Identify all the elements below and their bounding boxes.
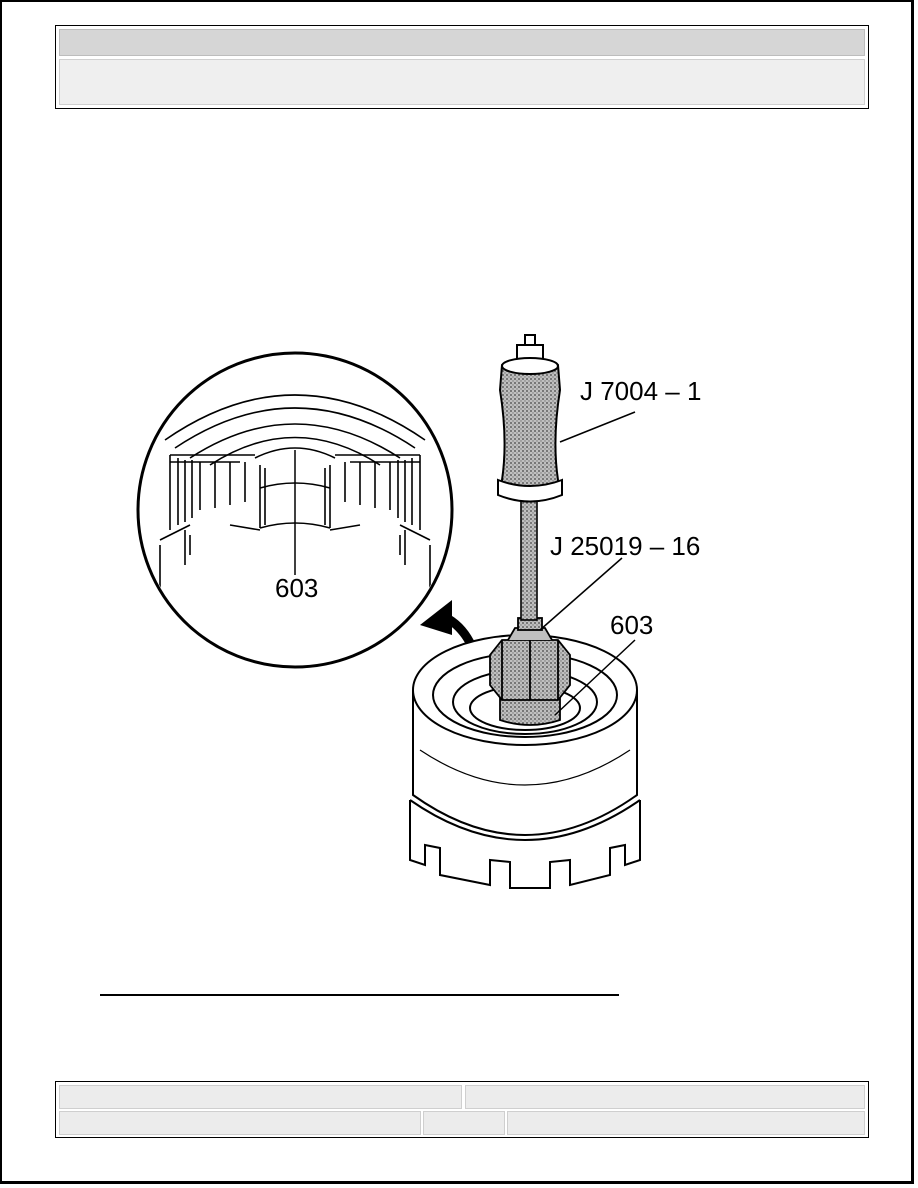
adapter-nut [489,617,571,726]
footer-cell-top-left [59,1085,462,1109]
footer-cell-bottom-right [507,1111,865,1135]
header-table [55,25,869,109]
leader-lines [539,411,636,716]
header-subtitle-bar [59,59,865,105]
footer-cell-top-right [465,1085,865,1109]
label-j25019-16: J 25019 – 16 [550,531,700,561]
label-603: 603 [610,610,653,640]
label-detail-603: 603 [275,573,318,603]
housing-drum [409,634,641,889]
footer-cell-bottom-left [59,1111,421,1135]
removal-illustration: 603 [136,334,701,889]
detail-view-circle: 603 [136,351,454,669]
footer-cell-bottom-middle [423,1111,505,1135]
horizontal-rule [100,994,619,996]
slide-hammer-handle [497,334,563,503]
header-title-bar [59,29,865,56]
footer-table [55,1081,869,1138]
label-j7004-1: J 7004 – 1 [580,376,701,406]
slide-hammer-shaft [520,494,538,621]
